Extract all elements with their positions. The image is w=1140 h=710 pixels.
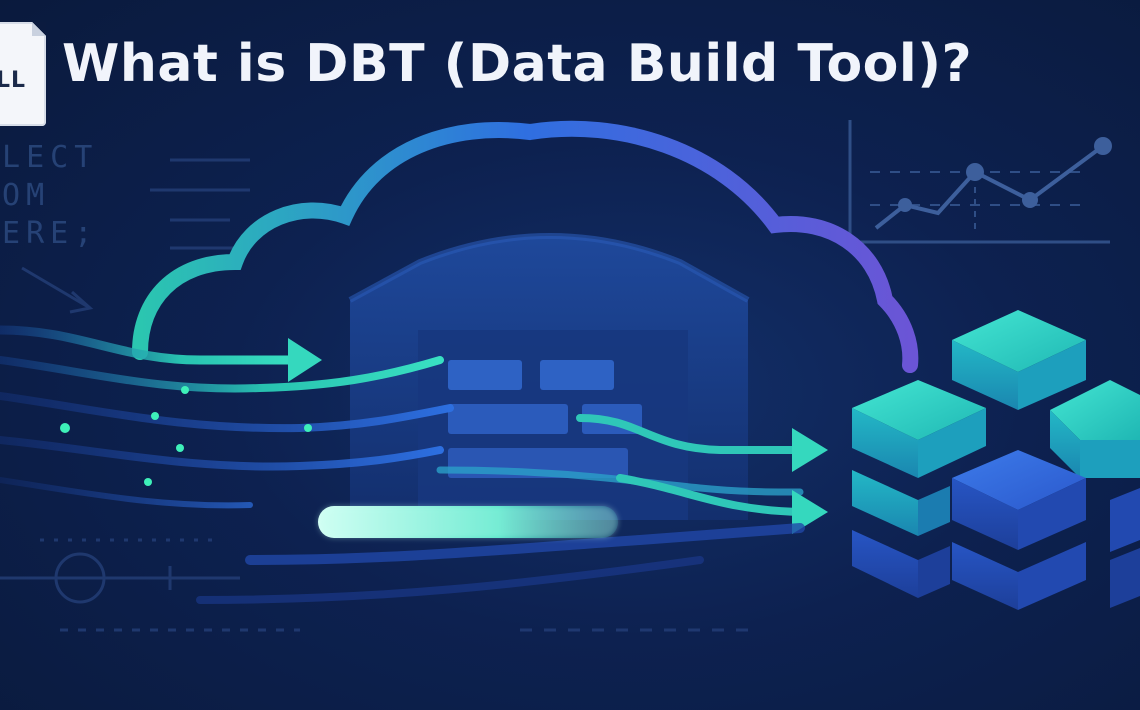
page-title: What is DBT (Data Build Tool)? xyxy=(62,34,973,94)
code-line-from: ROM xyxy=(0,178,51,213)
file-badge-text: LL xyxy=(0,68,27,93)
cube xyxy=(952,542,1086,610)
cube xyxy=(1110,488,1140,608)
data-flow-arrow-icon xyxy=(0,325,454,509)
cube xyxy=(852,530,950,598)
code-line-select: ELECT xyxy=(0,140,99,175)
data-cubes-icon xyxy=(852,310,1140,610)
output-flow-arrows xyxy=(196,414,828,604)
cube xyxy=(952,310,1086,410)
cube xyxy=(952,450,1086,550)
cube xyxy=(1050,380,1140,478)
sparkle-dots xyxy=(60,386,312,486)
file-badge-icon: LL xyxy=(0,22,46,126)
background-decoration xyxy=(0,158,760,632)
warehouse-icon xyxy=(348,233,750,520)
cube xyxy=(852,380,986,478)
cloud-icon xyxy=(132,120,919,373)
code-line-where: HERE; xyxy=(0,216,99,251)
cube xyxy=(852,470,950,536)
line-chart-icon xyxy=(848,120,1112,244)
